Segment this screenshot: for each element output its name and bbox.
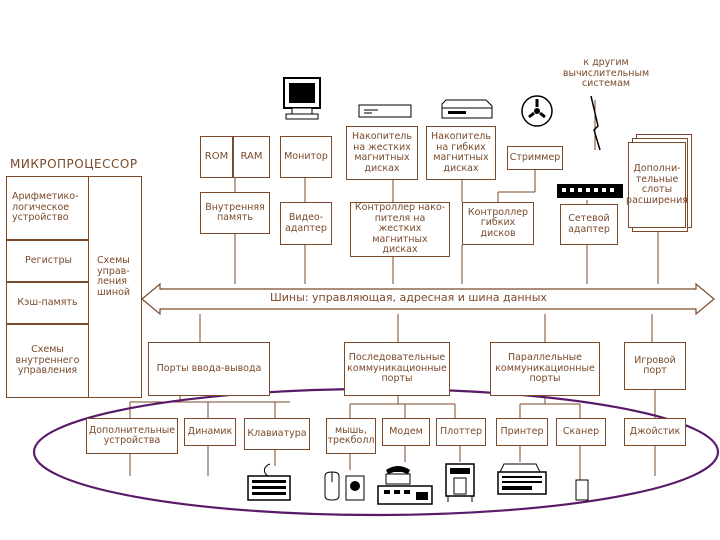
network-adapter-box: Сетевой адаптер <box>560 204 618 245</box>
plotter-icon <box>445 463 475 502</box>
bus-label: Шины: управляющая, адресная и шина данны… <box>270 291 547 304</box>
alu-box: Арифметико- логическое устройство <box>6 176 89 240</box>
registers-box: Регистры <box>6 240 89 282</box>
parallel-ports-box: Параллельные коммуникационные порты <box>490 342 600 396</box>
fdd-icon <box>441 99 493 119</box>
printer-box: Принтер <box>496 418 548 446</box>
mouse-icon <box>324 471 340 501</box>
rom-box: ROM <box>200 136 233 178</box>
io-ports-box: Порты ввода-вывода <box>148 342 270 396</box>
trackball-icon <box>345 475 365 501</box>
cpu-title: МИКРОПРОЦЕССОР <box>10 157 138 171</box>
joystick-box: Джойстик <box>624 418 686 446</box>
fdd-box: Накопитель на гибких магнитных дисках <box>426 126 496 180</box>
printer-icon <box>497 463 547 495</box>
streamer-icon <box>521 95 553 127</box>
internal-memory-box: Внутренняя память <box>200 192 270 234</box>
monitor-icon <box>283 77 321 120</box>
speaker-box: Динамик <box>184 418 236 446</box>
monitor-box: Монитор <box>280 136 332 178</box>
plotter-box: Плоттер <box>436 418 486 446</box>
antenna-icon <box>590 96 601 151</box>
hdd-icon <box>358 104 412 118</box>
hdd-controller-box: Контроллер нако- пителя на жестких магни… <box>350 202 450 257</box>
serial-ports-box: Последовательные коммуникационные порты <box>344 342 450 396</box>
internal-control-box: Схемы внутреннего управления <box>6 324 89 398</box>
expansion-box: Дополни- тельные слоты расширения <box>626 142 688 228</box>
extra-devices-box: Дополнительные устройства <box>86 418 178 454</box>
phone-modem-icon <box>377 466 433 505</box>
fdd-controller-box: Контроллер гибких дисков <box>462 202 534 245</box>
scanner-icon <box>575 479 589 501</box>
network-note: к другим вычислительным системам <box>562 57 650 89</box>
game-port-box: Игровой порт <box>624 342 686 390</box>
video-adapter-box: Видео- адаптер <box>280 202 332 245</box>
mouse-box: мышь, трекболл <box>326 418 376 454</box>
keyboard-icon <box>247 463 291 501</box>
network-hub-icon <box>557 184 623 198</box>
hdd-box: Накопитель на жестких магнитных дисках <box>346 126 418 180</box>
streamer-box: Стриммер <box>507 146 563 170</box>
modem-box: Модем <box>382 418 430 446</box>
scanner-box: Сканер <box>556 418 606 446</box>
cache-box: Кэш-память <box>6 282 89 324</box>
bus-control-label: Схемы управ- ления шиной <box>97 255 131 298</box>
ram-box: RAM <box>233 136 270 178</box>
keyboard-box: Клавиатура <box>244 418 310 450</box>
